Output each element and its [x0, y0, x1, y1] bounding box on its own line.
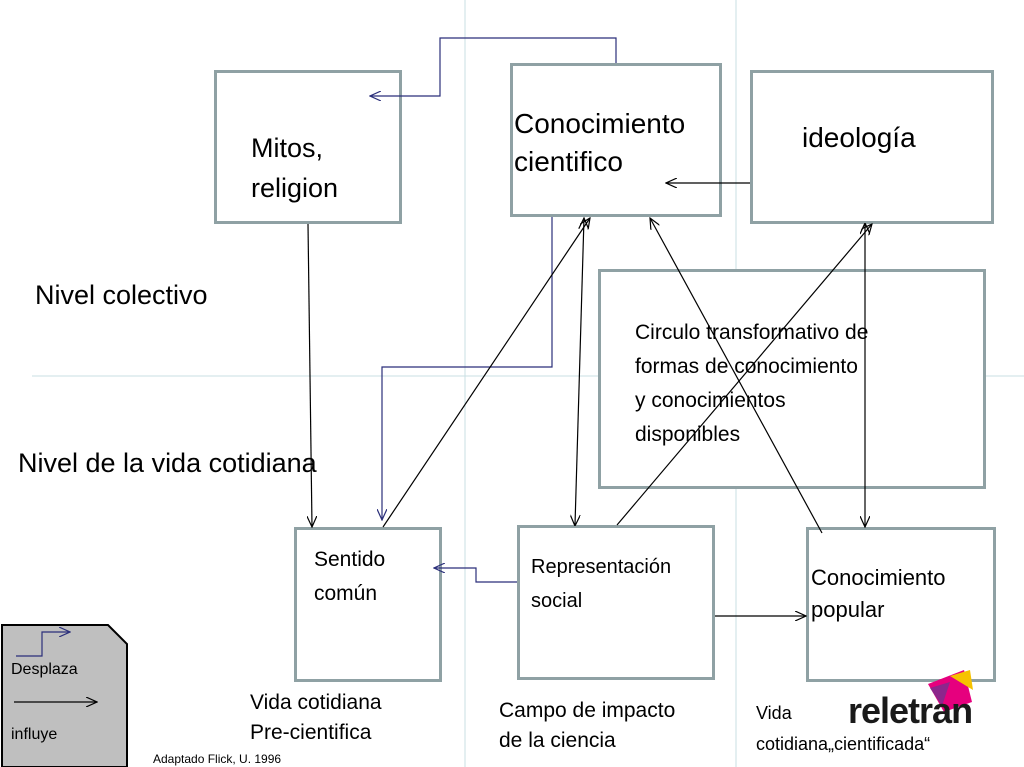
box-ideologia: [750, 70, 994, 224]
label-mitos-religion: Mitos, religion: [251, 133, 339, 203]
legend: Desplaza influye: [0, 624, 128, 767]
label-sentido-comun: Sentido común: [314, 548, 386, 605]
reletran-logo: reletran: [846, 668, 976, 731]
arrow-influye-mitos-to-sentido: [308, 223, 312, 527]
box-circulo-transformativo: [598, 269, 986, 489]
legend-desplaza-arrow-icon: [16, 632, 70, 657]
label-ideologia: ideología: [802, 122, 916, 153]
arrow-desplaza-cientifico-to-sentido: [382, 217, 553, 520]
arrow-influye-representacion-to-ideologia: [616, 224, 872, 526]
legend-desplaza-label: Desplaza: [11, 661, 78, 678]
label-circulo-transformativo: Circulo transformativo de formas de cono…: [635, 321, 869, 446]
arrow-desplaza-representacion-to-sentido: [434, 568, 517, 583]
source-citation: Adaptado Flick, U. 1996: [153, 752, 282, 766]
legend-influye-label: influye: [11, 726, 58, 743]
label-conocimiento-popular: Conocimiento popular: [811, 565, 946, 622]
label-representacion-social: Representación social: [531, 556, 672, 612]
box-conocimiento-cientifico: [510, 63, 722, 217]
caption-vida-cientificada: Vida cotidiana„cientificada“: [756, 703, 931, 754]
box-sentido-comun: [294, 527, 442, 682]
label-nivel-vida-cotidiana: Nivel de la vida cotidiana: [18, 448, 317, 478]
legend-shape: [1, 624, 128, 767]
arrow-influye-representacion-cientifico: [575, 218, 584, 525]
arrow-desplaza-cientifico-to-mitos: [370, 37, 617, 96]
caption-vida-pre-cientifica: Vida cotidiana Pre-cientifica: [250, 691, 382, 744]
label-nivel-colectivo: Nivel colectivo: [35, 280, 208, 310]
arrow-influye-sentido-to-cientifico: [382, 218, 590, 528]
box-conocimiento-popular: [806, 527, 996, 682]
box-representacion-social: [517, 525, 715, 680]
logo-text: reletran: [848, 690, 973, 731]
caption-campo-impacto: Campo de impacto de la ciencia: [499, 699, 676, 752]
arrow-influye-popular-to-cientifico: [650, 218, 823, 534]
label-conocimiento-cientifico: Conocimiento cientifico: [514, 108, 686, 177]
logo-mark-icon: [928, 670, 973, 712]
